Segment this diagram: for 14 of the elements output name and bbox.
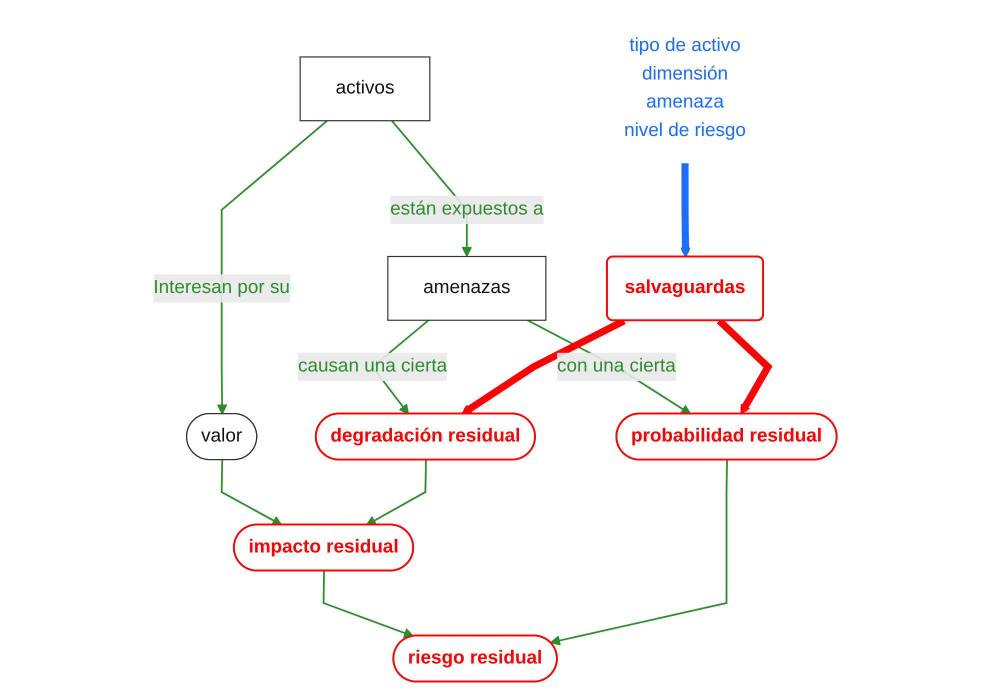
- arrow: [220, 460, 282, 526]
- arrow: [322, 571, 414, 638]
- edge-label: Interesan por su: [153, 278, 290, 298]
- node-text: tipo de activo dimensión amenaza nivel de riesgo: [624, 36, 746, 141]
- arrow: [216, 120, 328, 415]
- node-box: amenazas: [387, 256, 546, 321]
- arrow: [366, 460, 427, 526]
- edge-label: causan una cierta: [298, 356, 448, 376]
- arrow: [680, 163, 691, 258]
- edge-label: están expuestos a: [390, 199, 544, 220]
- node-box: activos: [300, 56, 430, 122]
- arrow: [527, 319, 692, 415]
- arrow: [550, 460, 728, 646]
- edge-label: con una cierta: [557, 356, 676, 376]
